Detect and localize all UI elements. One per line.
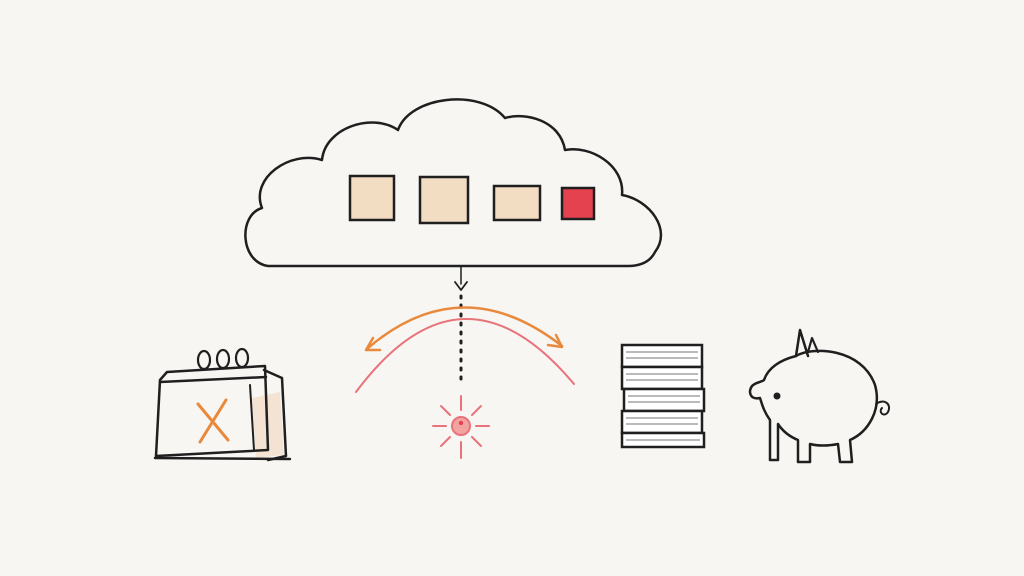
cloud-blocks: [348, 174, 596, 225]
sun-burst-icon: [432, 395, 490, 459]
calendar-icon: [153, 347, 292, 462]
cloud-block-4: [560, 186, 596, 221]
cloud-block-2: [418, 175, 470, 225]
cloud-block-3: [492, 184, 542, 222]
piggy-bank-icon: [748, 328, 890, 464]
cloud-block-1: [348, 174, 396, 222]
cloud-icon: [244, 98, 663, 268]
double-arrow-arc-icon: [355, 306, 575, 393]
dotted-arrow-icon: [454, 266, 468, 384]
document-stack-icon: [620, 343, 706, 449]
